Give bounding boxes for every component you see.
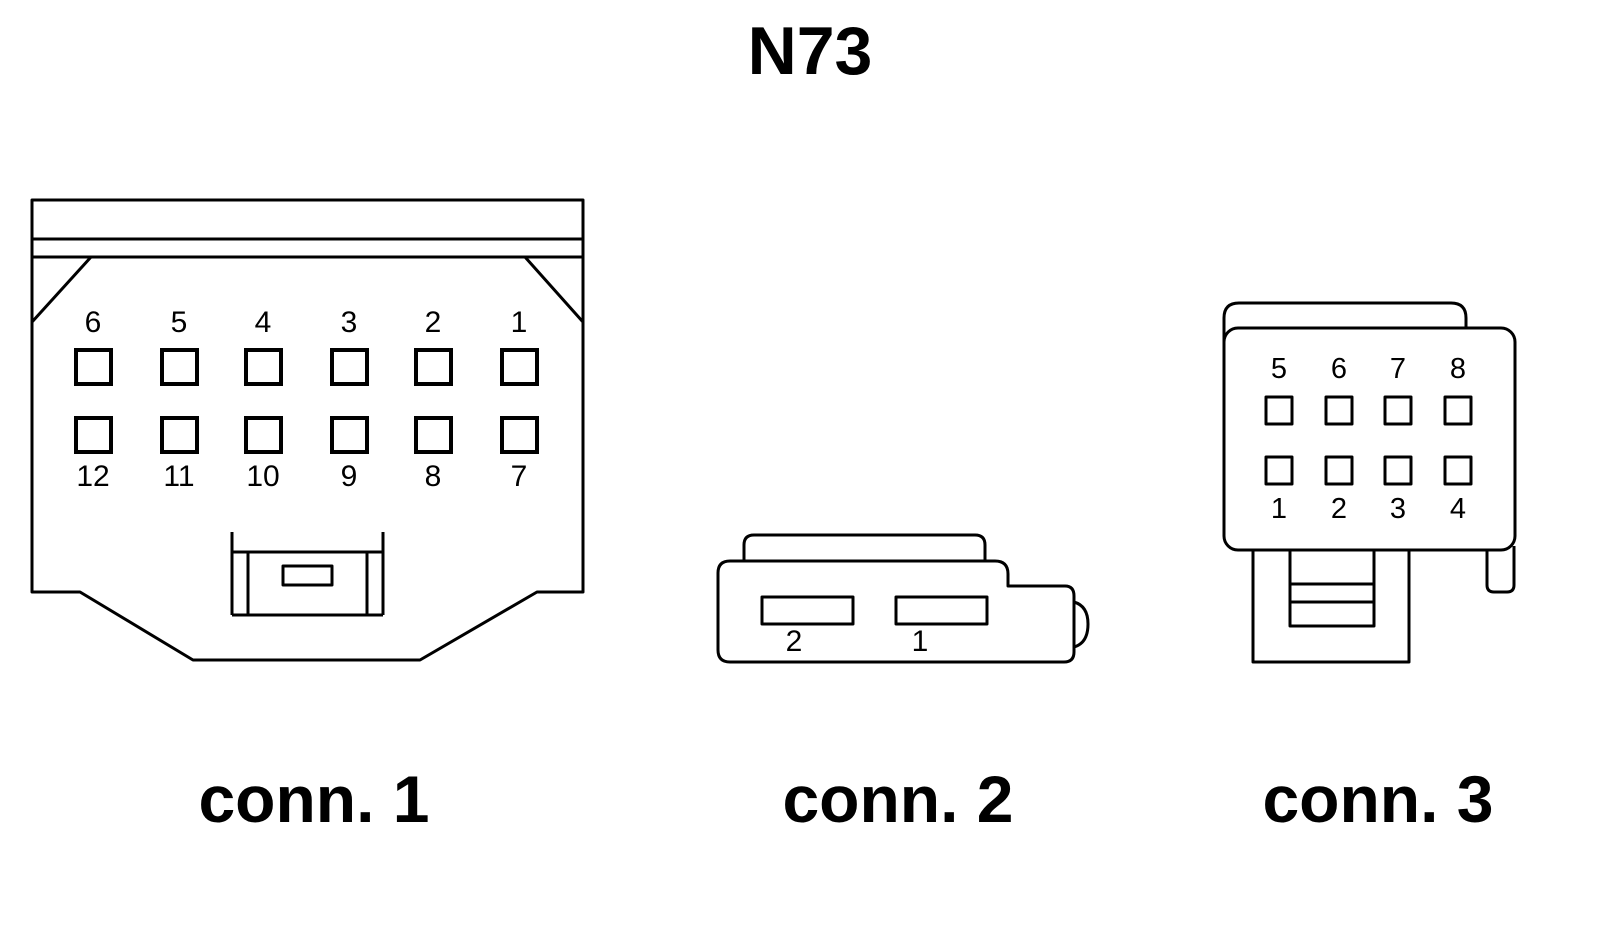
connector-2: 2 1 conn. 2 — [716, 533, 1090, 836]
connector-3: 5 6 7 8 1 2 3 4 conn. 3 — [1222, 301, 1517, 836]
pin-label: 7 — [511, 460, 528, 493]
pin-cavity — [160, 348, 199, 386]
connector-1-caption: conn. 1 — [198, 762, 429, 836]
pin-cavity — [244, 416, 283, 454]
connector-2-housing — [716, 533, 1090, 664]
connector-1-top-row: 6 5 4 3 2 1 — [74, 306, 539, 386]
pin-cavity — [414, 416, 453, 454]
pin-label: 2 — [425, 306, 442, 339]
pin-label: 8 — [1450, 353, 1466, 385]
pin-label: 9 — [341, 460, 358, 493]
pin-label: 3 — [341, 306, 358, 339]
pin-label: 12 — [76, 460, 109, 493]
connector-1-bottom-row: 12 11 10 9 8 7 — [74, 416, 539, 493]
pin-cavity — [1443, 455, 1473, 486]
connector-3-housing — [1222, 301, 1517, 664]
pin-label: 6 — [1331, 353, 1347, 385]
pin-label: 1 — [1271, 493, 1287, 525]
pin-cavity — [1264, 455, 1294, 486]
pin-cavity — [894, 595, 989, 626]
connector-1: 6 5 4 3 2 1 12 11 10 9 8 7 conn. 1 — [30, 198, 585, 836]
connector-2-caption: conn. 2 — [782, 762, 1013, 836]
pin-cavity — [330, 416, 369, 454]
pin-label: 1 — [912, 625, 929, 658]
connector-3-top-row: 5 6 7 8 — [1264, 353, 1473, 426]
pin-label: 5 — [1271, 353, 1287, 385]
pin-cavity — [1443, 395, 1473, 426]
pin-cavity — [1383, 455, 1413, 486]
pin-label: 10 — [246, 460, 279, 493]
pin-label: 11 — [163, 460, 194, 493]
pin-cavity — [74, 348, 113, 386]
diagram-title: N73 — [748, 13, 873, 89]
pin-cavity — [1264, 395, 1294, 426]
pin-label: 4 — [255, 306, 272, 339]
pin-label: 8 — [425, 460, 442, 493]
pin-cavity — [414, 348, 453, 386]
pin-label: 3 — [1390, 493, 1406, 525]
pin-label: 4 — [1450, 493, 1466, 525]
pin-cavity — [74, 416, 113, 454]
connector-3-caption: conn. 3 — [1262, 762, 1493, 836]
pin-cavity — [1324, 455, 1354, 486]
pin-cavity — [1383, 395, 1413, 426]
connector-3-bottom-row: 1 2 3 4 — [1264, 455, 1473, 525]
connector-1-housing — [30, 198, 585, 662]
pin-cavity — [500, 416, 539, 454]
pin-cavity — [1324, 395, 1354, 426]
pin-cavity — [760, 595, 855, 626]
pin-cavity — [330, 348, 369, 386]
pin-label: 6 — [85, 306, 102, 339]
pin-cavity — [500, 348, 539, 386]
pin-label: 1 — [511, 306, 528, 339]
pin-label: 7 — [1390, 353, 1406, 385]
pin-cavity — [160, 416, 199, 454]
pin-cavity — [244, 348, 283, 386]
pin-label: 2 — [786, 625, 803, 658]
pin-label: 5 — [171, 306, 188, 339]
pin-label: 2 — [1331, 493, 1347, 525]
